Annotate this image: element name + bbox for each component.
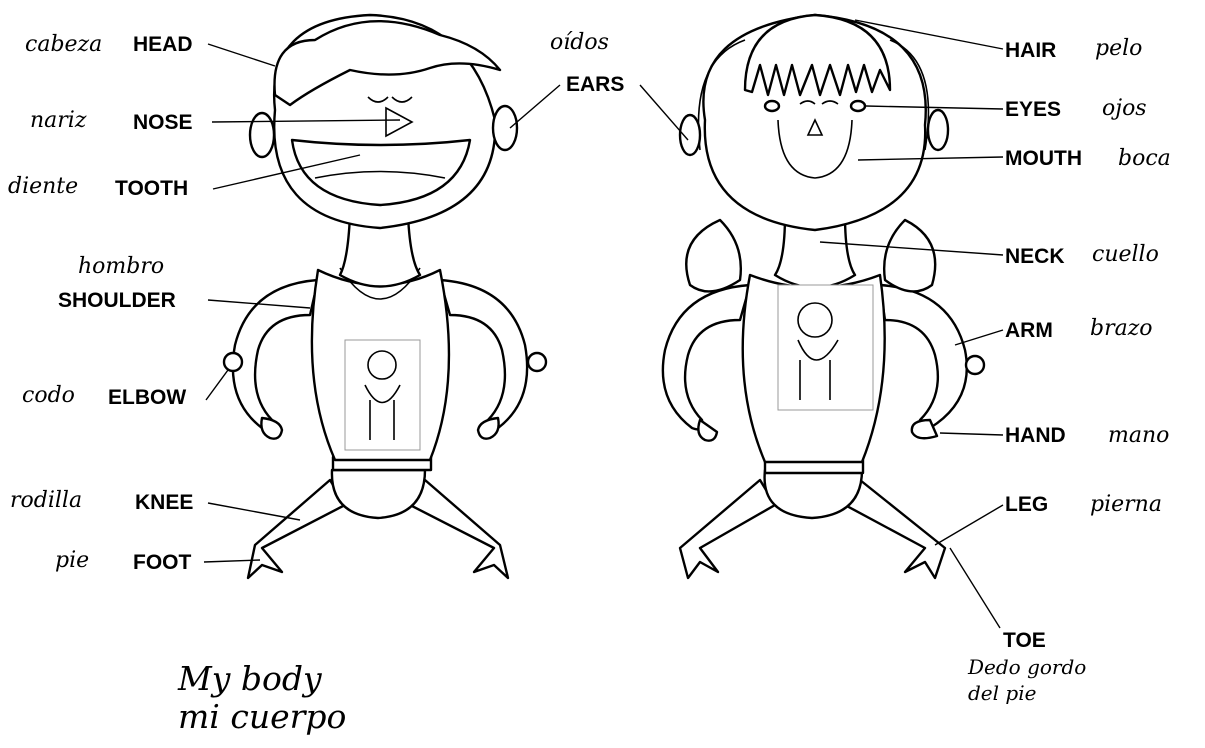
label-neck-es: cuello [1092,244,1159,266]
label-head-en: HEAD [133,34,193,55]
label-hair-en: HAIR [1005,40,1056,61]
girl-shorts [765,470,862,518]
label-mouth-en: MOUTH [1005,148,1082,169]
label-nose-en: NOSE [133,112,193,133]
label-ears-en: EARS [566,74,624,95]
girl-shirt-dog-picture [778,285,873,410]
girl-right-arm [880,285,967,429]
boy-shirt-dog-picture [345,340,420,450]
label-eyes-es: ojos [1102,98,1147,120]
label-toe-es-1: Dedo gordo [968,655,1086,679]
title-english: My body [178,660,322,698]
boy-right-ear [493,106,517,150]
label-arm-es: brazo [1090,318,1153,340]
girl-right-elbow [966,356,984,374]
boy-left-hand [261,418,282,439]
girl-left-hand [698,420,717,441]
girl-eye-left [765,101,779,111]
label-shoulder-es: hombro [78,256,164,278]
boy-left-leg [248,480,345,578]
label-toe-es-2: del pie [968,681,1036,705]
boy-figure [224,15,546,578]
label-mouth-es: boca [1118,148,1171,170]
label-arm-en: ARM [1005,320,1053,341]
label-eyes-en: EYES [1005,99,1061,120]
boy-shorts [332,470,425,518]
boy-left-ear [250,113,274,157]
label-elbow-es: codo [22,385,75,407]
label-nose-es: nariz [30,110,86,132]
girl-eye-right [851,101,865,111]
girl-right-pigtail [884,220,935,291]
boy-left-elbow [224,353,242,371]
label-leg-es: pierna [1090,494,1162,516]
label-elbow-en: ELBOW [108,387,186,408]
boy-right-leg [410,480,508,578]
label-ears-es: oídos [550,32,609,54]
label-tooth-en: TOOTH [115,178,188,199]
girl-left-leg [680,480,775,578]
label-toe-en: TOE [1003,630,1046,651]
girl-left-pigtail [686,220,741,291]
label-shoulder-en: SHOULDER [58,290,176,311]
boy-right-hand [478,418,499,439]
label-knee-es: rodilla [10,490,82,512]
label-hair-es: pelo [1095,38,1142,60]
label-knee-en: KNEE [135,492,193,513]
label-head-es: cabeza [25,34,102,56]
label-foot-es: pie [55,550,89,572]
boy-right-elbow [528,353,546,371]
label-tooth-es: diente [8,176,78,198]
label-foot-en: FOOT [133,552,191,573]
girl-left-arm [663,285,750,429]
label-neck-en: NECK [1005,246,1065,267]
girl-right-ear [928,110,948,150]
girl-right-leg [845,480,945,578]
boy-right-arm [440,280,527,429]
label-hand-en: HAND [1005,425,1066,446]
title-spanish: mi cuerpo [178,698,346,736]
girl-figure [663,15,984,578]
label-hand-es: mano [1108,425,1169,447]
label-leg-en: LEG [1005,494,1048,515]
